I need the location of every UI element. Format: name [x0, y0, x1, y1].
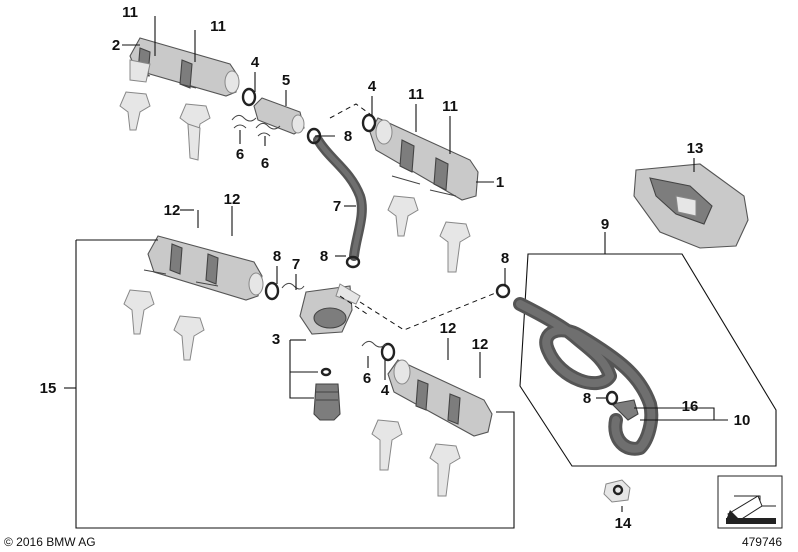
fuel-rail-upper-right [369, 117, 479, 201]
clip-upper-right [255, 122, 281, 137]
leader-lines [64, 16, 728, 529]
clip-lower-left [281, 282, 305, 290]
callout-16: 16 [682, 398, 699, 415]
callout-12: 12 [224, 191, 241, 208]
copyright-text: © 2016 BMW AG [4, 535, 96, 549]
hose-assembly-panel [513, 253, 777, 467]
callout-11: 11 [408, 86, 424, 103]
callout-8: 8 [583, 390, 591, 407]
callout-10: 10 [734, 412, 751, 429]
o-ring-upper-left [241, 87, 257, 107]
clip-middle [361, 340, 387, 348]
callout-6: 6 [261, 155, 269, 172]
callout-8: 8 [320, 248, 328, 265]
clip-upper-left [231, 114, 257, 129]
callout-9: 9 [601, 216, 609, 233]
callout-6: 6 [363, 370, 371, 387]
callout-4: 4 [381, 382, 390, 399]
callout-6: 6 [236, 146, 244, 163]
callout-3: 3 [272, 331, 280, 348]
callout-12: 12 [472, 336, 489, 353]
direction-arrow-icon [717, 475, 783, 529]
callout-4: 4 [368, 78, 377, 95]
dashed-connection-lines [329, 103, 499, 331]
callout-2: 2 [112, 37, 120, 54]
callout-11: 11 [210, 18, 226, 35]
hose-clip [603, 479, 631, 503]
fuel-injector-group-lower-left [123, 269, 219, 361]
o-ring-upper-right [361, 113, 377, 133]
adapter-fitting [253, 97, 305, 135]
callout-1: 1 [496, 174, 504, 191]
callout-8: 8 [344, 128, 352, 145]
callout-8: 8 [273, 248, 281, 265]
callout-4: 4 [251, 54, 260, 71]
callout-13: 13 [687, 140, 704, 157]
callout-11: 11 [442, 98, 458, 115]
callout-labels: 11 11 2 4 5 4 11 11 8 6 6 1 13 7 12 12 9… [40, 4, 751, 532]
callout-5: 5 [282, 72, 290, 89]
fuel-injector-group-lower-right [371, 419, 461, 497]
o-ring-middle-right [380, 342, 396, 362]
o-ring-middle-left [264, 281, 280, 301]
callout-7: 7 [292, 256, 300, 273]
hose-clamp-right [495, 283, 511, 299]
callout-15: 15 [40, 380, 57, 397]
callout-7: 7 [333, 198, 341, 215]
callout-14: 14 [615, 515, 632, 532]
fuel-rail-lower-left [147, 235, 264, 301]
callout-12: 12 [440, 320, 457, 337]
fuel-rail-lower-right [387, 359, 493, 437]
fuel-injector-group-upper-right [387, 195, 471, 273]
callout-8: 8 [501, 250, 509, 267]
callout-11: 11 [122, 4, 138, 21]
fuel-injector-group-upper-left [119, 59, 211, 161]
diagram-number: 479746 [742, 535, 782, 549]
pressure-regulator [299, 283, 361, 421]
callout-12: 12 [164, 202, 181, 219]
cover-part [633, 163, 749, 249]
